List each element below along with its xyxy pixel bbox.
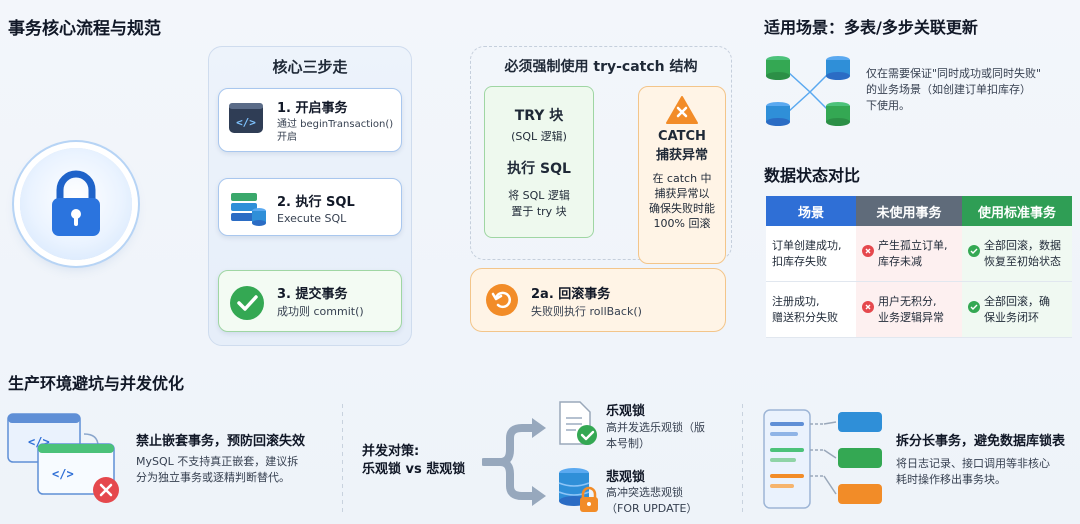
table-cell-no-tx: 用户无积分, 业务逻辑异常 bbox=[856, 282, 962, 337]
svg-text:</>: </> bbox=[52, 467, 74, 481]
database-lock-icon bbox=[556, 466, 600, 520]
optimistic-desc: 本号制） bbox=[606, 437, 650, 450]
scenario-desc: 的业务场景（如创建订单扣库存） bbox=[866, 83, 1031, 96]
main-title: 事务核心流程与规范 bbox=[8, 19, 161, 39]
cell-text: 订单创建成功, bbox=[772, 238, 842, 252]
divider bbox=[342, 404, 343, 516]
scenario-title: 适用场景：多表/多步关联更新 bbox=[764, 18, 978, 37]
catch-desc: 100% 回滚 bbox=[653, 217, 711, 230]
check-circle-icon bbox=[968, 301, 980, 318]
cell-text: 扣库存失败 bbox=[772, 254, 827, 268]
split-task-icon bbox=[762, 408, 886, 514]
step-execute-sql: 2. 执行 SQL Execute SQL bbox=[218, 178, 402, 236]
compare-title: 数据状态对比 bbox=[764, 166, 861, 185]
try-catch-title: 必须强制使用 try-catch 结构 bbox=[504, 59, 698, 75]
core-steps-title: 核心三步走 bbox=[272, 58, 348, 76]
try-subtitle: (SQL 逻辑) bbox=[511, 130, 567, 143]
table-row: 订单创建成功, 扣库存失败 产生孤立订单, 库存未减 全部回滚，数据恢复至初始状态 bbox=[766, 226, 1072, 282]
split-desc: 将日志记录、接口调用等非核心 bbox=[896, 457, 1050, 470]
table-header-cell: 使用标准事务 bbox=[962, 196, 1072, 226]
cell-text: 全部回滚，确 bbox=[984, 294, 1050, 308]
lock-illustration bbox=[20, 148, 132, 260]
pessimistic-desc: 高冲突选悲观锁 bbox=[606, 486, 683, 499]
cell-text: 恢复至初始状态 bbox=[984, 254, 1061, 268]
step-desc: Execute SQL bbox=[277, 212, 347, 225]
nested-desc: MySQL 不支持真正嵌套，建议拆 bbox=[136, 455, 299, 468]
pessimistic-desc: （FOR UPDATE） bbox=[606, 502, 698, 515]
rollback-title: 2a. 回滚事务 bbox=[531, 287, 611, 302]
rollback-desc: 失败则执行 rollBack() bbox=[531, 305, 642, 318]
step-desc: 开启 bbox=[277, 132, 297, 143]
table-cell-scene: 注册成功, 赠送积分失败 bbox=[766, 282, 856, 337]
check-circle-icon bbox=[968, 245, 980, 262]
catch-desc: 在 catch 中 bbox=[652, 172, 712, 185]
cell-text: 库存未减 bbox=[878, 254, 922, 268]
catch-title: 捕获异常 bbox=[655, 148, 708, 163]
svg-text:</>: </> bbox=[236, 116, 256, 129]
fork-arrow-icon bbox=[480, 414, 548, 514]
try-catch-frame bbox=[470, 46, 732, 260]
table-cell-tx: 全部回滚，确保业务闭环 bbox=[962, 282, 1072, 337]
table-header: 场景 未使用事务 使用标准事务 bbox=[766, 196, 1072, 226]
nested-title: 禁止嵌套事务，预防回滚失效 bbox=[136, 434, 306, 449]
try-desc: 置于 try 块 bbox=[511, 205, 567, 218]
code-icon: </> bbox=[229, 103, 263, 133]
concurrency-label: 乐观锁 vs 悲观锁 bbox=[362, 462, 466, 477]
database-icon bbox=[229, 189, 267, 231]
rollback-block: 2a. 回滚事务 失败则执行 rollBack() bbox=[470, 268, 726, 332]
step-title: 2. 执行 SQL bbox=[277, 195, 355, 210]
scenario-desc: 下使用。 bbox=[866, 99, 910, 112]
step-desc: 通过 beginTransaction() bbox=[277, 119, 394, 130]
scenario-desc: 仅在需要保证"同时成功或同时失败" bbox=[866, 67, 1042, 80]
catch-title: CATCH bbox=[658, 129, 706, 144]
table-header-cell: 场景 bbox=[766, 196, 856, 226]
try-block: TRY 块 (SQL 逻辑) 执行 SQL 将 SQL 逻辑 置于 try 块 bbox=[484, 86, 594, 238]
table-cell-no-tx: 产生孤立订单, 库存未减 bbox=[856, 226, 962, 281]
compare-table: 场景 未使用事务 使用标准事务 订单创建成功, 扣库存失败 产生孤立订单, 库存未… bbox=[766, 196, 1072, 338]
catch-desc: 确保失败时能 bbox=[649, 202, 715, 215]
table-header-cell: 未使用事务 bbox=[856, 196, 962, 226]
try-title: TRY 块 bbox=[514, 108, 564, 124]
concurrency-label: 并发对策: bbox=[362, 444, 420, 459]
cell-text: 注册成功, bbox=[772, 294, 820, 308]
optimistic-desc: 高并发选乐观锁（版 bbox=[606, 421, 705, 434]
document-check-icon bbox=[556, 400, 598, 452]
step-title: 1. 开启事务 bbox=[277, 101, 348, 116]
cell-text: 产生孤立订单, bbox=[878, 238, 948, 252]
nested-windows-icon: </> </> bbox=[6, 412, 124, 512]
cell-text: 业务逻辑异常 bbox=[878, 310, 944, 324]
catch-block: CATCH 捕获异常 在 catch 中 捕获异常以 确保失败时能 100% 回… bbox=[638, 86, 726, 264]
step-desc: 成功则 commit() bbox=[277, 305, 364, 318]
cell-text: 用户无积分, bbox=[878, 294, 937, 308]
check-circle-icon bbox=[229, 285, 265, 325]
x-circle-icon bbox=[862, 301, 874, 318]
optimistic-title: 乐观锁 bbox=[606, 404, 646, 419]
x-circle-icon bbox=[862, 245, 874, 262]
table-cell-tx: 全部回滚，数据恢复至初始状态 bbox=[962, 226, 1072, 281]
split-desc: 耗时操作移出事务块。 bbox=[896, 473, 1006, 486]
try-exec: 执行 SQL bbox=[507, 161, 571, 177]
step-begin-transaction: </> 1. 开启事务 通过 beginTransaction() 开启 bbox=[218, 88, 402, 152]
nested-desc: 分为独立事务或逐精判断替代。 bbox=[136, 471, 290, 484]
table-row: 注册成功, 赠送积分失败 用户无积分, 业务逻辑异常 全部回滚，确保业务闭环 bbox=[766, 282, 1072, 338]
cell-text: 赠送积分失败 bbox=[772, 310, 838, 324]
catch-desc: 捕获异常以 bbox=[654, 187, 710, 200]
try-desc: 将 SQL 逻辑 bbox=[508, 189, 570, 202]
cell-text: 全部回滚，数据 bbox=[984, 238, 1061, 252]
pessimistic-title: 悲观锁 bbox=[606, 470, 646, 485]
bottom-title: 生产环境避坑与并发优化 bbox=[8, 374, 185, 393]
cell-text: 保业务闭环 bbox=[984, 310, 1039, 324]
undo-icon bbox=[485, 283, 519, 321]
lock-icon bbox=[52, 170, 100, 236]
table-cell-scene: 订单创建成功, 扣库存失败 bbox=[766, 226, 856, 281]
warning-icon bbox=[665, 95, 699, 125]
step-title: 3. 提交事务 bbox=[277, 287, 348, 302]
divider bbox=[742, 404, 743, 516]
split-title: 拆分长事务，避免数据库锁表 bbox=[896, 434, 1066, 449]
database-cluster-icon bbox=[764, 52, 856, 136]
step-commit: 3. 提交事务 成功则 commit() bbox=[218, 270, 402, 332]
